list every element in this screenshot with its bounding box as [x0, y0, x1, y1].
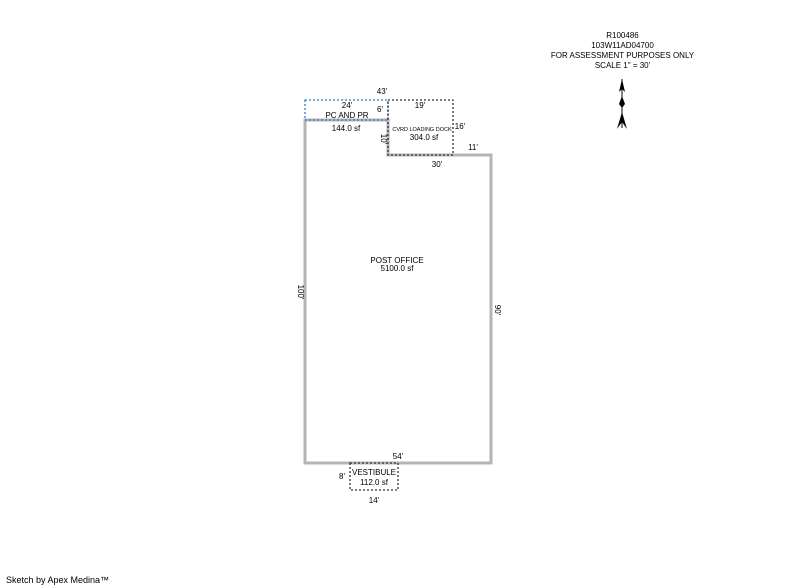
dim-vestibule-height: 8'	[339, 472, 345, 481]
post-office-outline	[303, 118, 493, 465]
dim-right-side: 90'	[493, 305, 502, 316]
dim-bottom: 54'	[393, 452, 404, 461]
header-block: R100486 103W11AD04700 FOR ASSESSMENT PUR…	[520, 31, 725, 71]
north-arrow-icon	[617, 79, 627, 129]
loading-dock-outline	[387, 99, 454, 156]
post-office-area: 5100.0 sf	[381, 264, 415, 273]
footer-credit: Sketch by Apex Medina™	[6, 575, 110, 585]
dim-dock-height-left: 10'	[379, 134, 388, 145]
assessment-note: FOR ASSESSMENT PURPOSES ONLY	[550, 51, 695, 60]
parcel-number: R100486	[606, 31, 639, 40]
scale-label: SCALE 1" = 30'	[594, 61, 651, 70]
pc-and-pr-area: 144.0 sf	[332, 124, 361, 133]
dim-left-side: 100'	[296, 285, 305, 300]
pc-and-pr-label: PC AND PR	[325, 111, 368, 120]
dim-dock-height-right: 16'	[455, 122, 466, 131]
dim-dock-bottom: 30'	[432, 160, 443, 169]
dim-vestibule-width: 14'	[369, 496, 380, 505]
dim-dock-width: 19'	[415, 101, 426, 110]
dim-top-total: 43'	[377, 87, 388, 96]
dim-ledge: 11'	[468, 143, 478, 152]
loading-dock-area: 304.0 sf	[410, 133, 439, 142]
vestibule-outline	[349, 462, 399, 491]
map-number: 103W11AD04700	[591, 41, 654, 50]
dim-pc-height: 6'	[377, 105, 383, 114]
dim-pc-width: 24'	[342, 101, 353, 110]
post-office-label: POST OFFICE	[370, 256, 423, 265]
vestibule-label: VESTIBULE	[352, 468, 396, 477]
loading-dock-label: CVRD LOADING DOCK	[392, 127, 452, 133]
vestibule-area: 112.0 sf	[360, 478, 389, 487]
